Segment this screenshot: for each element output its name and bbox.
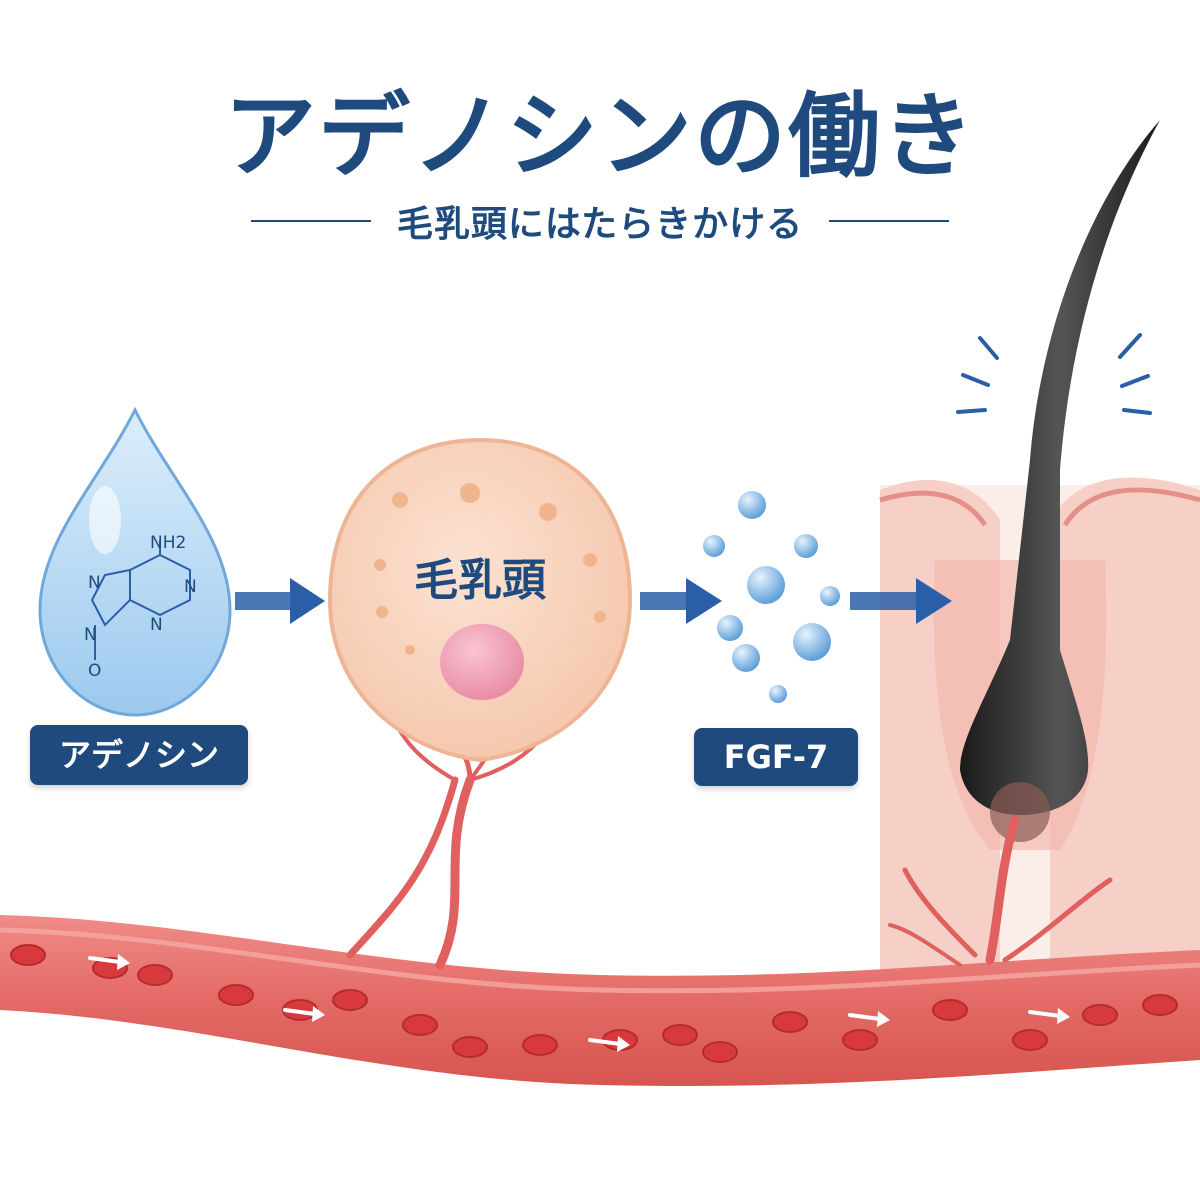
flow-arrows: [88, 954, 1070, 1052]
red-blood-cell: [702, 1041, 738, 1063]
dermal-papilla-label: 毛乳頭: [414, 555, 547, 606]
arrow-right-icon: [235, 578, 325, 624]
subtitle-row: 毛乳頭にはたらきかける: [0, 195, 1200, 247]
red-blood-cell: [842, 1029, 878, 1051]
adenosine-molecule-icon: [90, 540, 191, 660]
red-blood-cell: [402, 1014, 438, 1036]
flow-arrow-icon: [88, 954, 130, 970]
arrow-right-icon: [850, 578, 952, 624]
divider: [829, 220, 950, 222]
arrow-right-icon: [640, 578, 722, 624]
red-blood-cell: [932, 999, 968, 1021]
subtitle: 毛乳頭にはたらきかける: [396, 204, 804, 245]
red-blood-cell: [332, 989, 368, 1011]
molecule-nitrogen-label: N: [150, 615, 163, 635]
flow-arrow-icon: [588, 1036, 630, 1052]
red-blood-cell: [522, 1034, 558, 1056]
blood-vessel: [0, 915, 1200, 1086]
flow-arrow-icon: [283, 1006, 325, 1022]
molecule-amine-label: NH2: [150, 533, 186, 553]
red-blood-cell: [1012, 1029, 1048, 1051]
divider: [250, 220, 371, 222]
fgf7-molecules: [703, 491, 840, 703]
red-blood-cell: [10, 944, 46, 966]
dermal-papilla-cell: [327, 437, 633, 763]
red-blood-cell: [772, 1011, 808, 1033]
molecule-nitrogen-label: N: [84, 625, 97, 645]
red-blood-cell: [452, 1036, 488, 1058]
growth-sparkle-icon: [956, 333, 1152, 415]
red-blood-cell: [1142, 994, 1178, 1016]
adenosine-drop: [38, 406, 232, 717]
page-title: アデノシンの働き: [223, 83, 976, 190]
hair: [960, 120, 1160, 842]
flow-arrow-icon: [848, 1011, 890, 1027]
red-blood-cell: [218, 984, 254, 1006]
molecule-nitrogen-label: N: [88, 573, 101, 593]
red-blood-cell: [662, 1024, 698, 1046]
adenosine-label: アデノシン: [30, 725, 248, 785]
fgf7-label: FGF-7: [694, 728, 858, 786]
flow-arrow-icon: [1028, 1008, 1070, 1024]
red-blood-cell: [1082, 1004, 1118, 1026]
molecule-nitrogen-label: N: [184, 577, 197, 597]
red-blood-cell: [137, 964, 173, 986]
molecule-oxygen-label: O: [88, 661, 101, 681]
